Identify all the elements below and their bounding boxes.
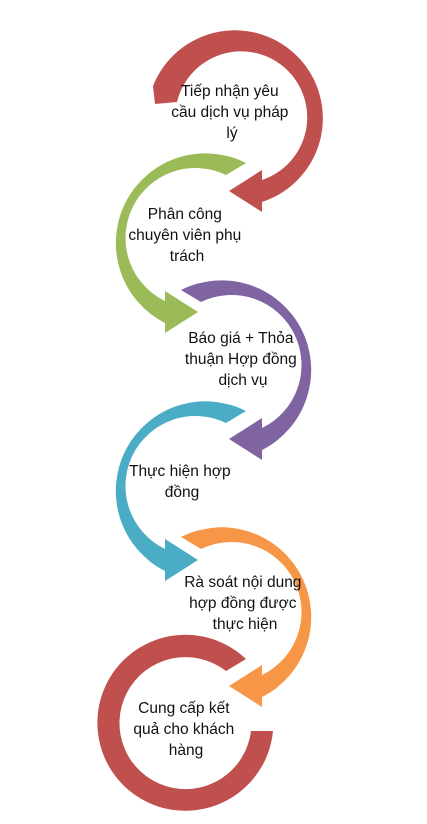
step-5-label: Rà soát nội dung hợp đồng được thực hiện — [184, 574, 306, 633]
step-5-line-3: thực hiện — [213, 616, 278, 633]
step-4-label: Thực hiện hợp đồng — [129, 463, 235, 501]
step-4-arrowhead — [165, 539, 198, 581]
step-6: Cung cấp kết quả cho khách hàng — [97, 634, 274, 811]
step-3-line-2: thuận Hợp đồng — [185, 351, 297, 368]
step-4-line-2: đồng — [165, 484, 199, 501]
step-6-line-1: Cung cấp kết — [138, 700, 230, 717]
step-2: Phân công chuyên viên phụ trách — [115, 153, 246, 333]
step-5-arrowhead — [229, 665, 262, 707]
step-1-line-2: cầu dịch vụ pháp — [171, 104, 288, 121]
step-2-label: Phân công chuyên viên phụ trách — [128, 206, 245, 265]
step-3-arc — [181, 280, 312, 450]
step-6-label: Cung cấp kết quả cho khách hàng — [133, 700, 238, 759]
step-3-label: Báo giá + Thỏa thuận Hợp đồng dịch vụ — [185, 330, 301, 389]
step-4: Thực hiện hợp đồng — [115, 401, 247, 581]
step-5-arc — [181, 527, 312, 697]
step-1-line-3: lý — [226, 125, 237, 142]
step-1: Tiếp nhận yêu cầu dịch vụ pháp lý — [153, 30, 323, 212]
step-1-label: Tiếp nhận yêu cầu dịch vụ pháp lý — [171, 83, 293, 142]
step-5-line-1: Rà soát nội dung — [184, 574, 301, 591]
step-4-arc — [115, 401, 247, 571]
step-5: Rà soát nội dung hợp đồng được thực hiện — [181, 527, 312, 707]
step-3: Báo giá + Thỏa thuận Hợp đồng dịch vụ — [181, 280, 312, 460]
step-3-line-3: dịch vụ — [218, 372, 267, 389]
step-3-line-1: Báo giá + Thỏa — [188, 330, 294, 347]
step-5-line-2: hợp đồng được — [189, 595, 297, 612]
step-4-line-1: Thực hiện hợp — [129, 463, 231, 480]
step-2-line-3: trách — [170, 248, 204, 265]
step-1-arrowhead — [229, 170, 262, 212]
step-6-line-2: quả cho khách — [133, 721, 234, 738]
step-2-arc — [115, 153, 246, 323]
step-2-line-1: Phân công — [148, 206, 222, 223]
step-6-line-3: hàng — [169, 742, 203, 759]
step-2-arrowhead — [165, 291, 198, 333]
step-1-line-1: Tiếp nhận yêu — [181, 83, 279, 100]
step-3-arrowhead — [229, 418, 262, 460]
step-2-line-2: chuyên viên phụ — [128, 227, 241, 244]
